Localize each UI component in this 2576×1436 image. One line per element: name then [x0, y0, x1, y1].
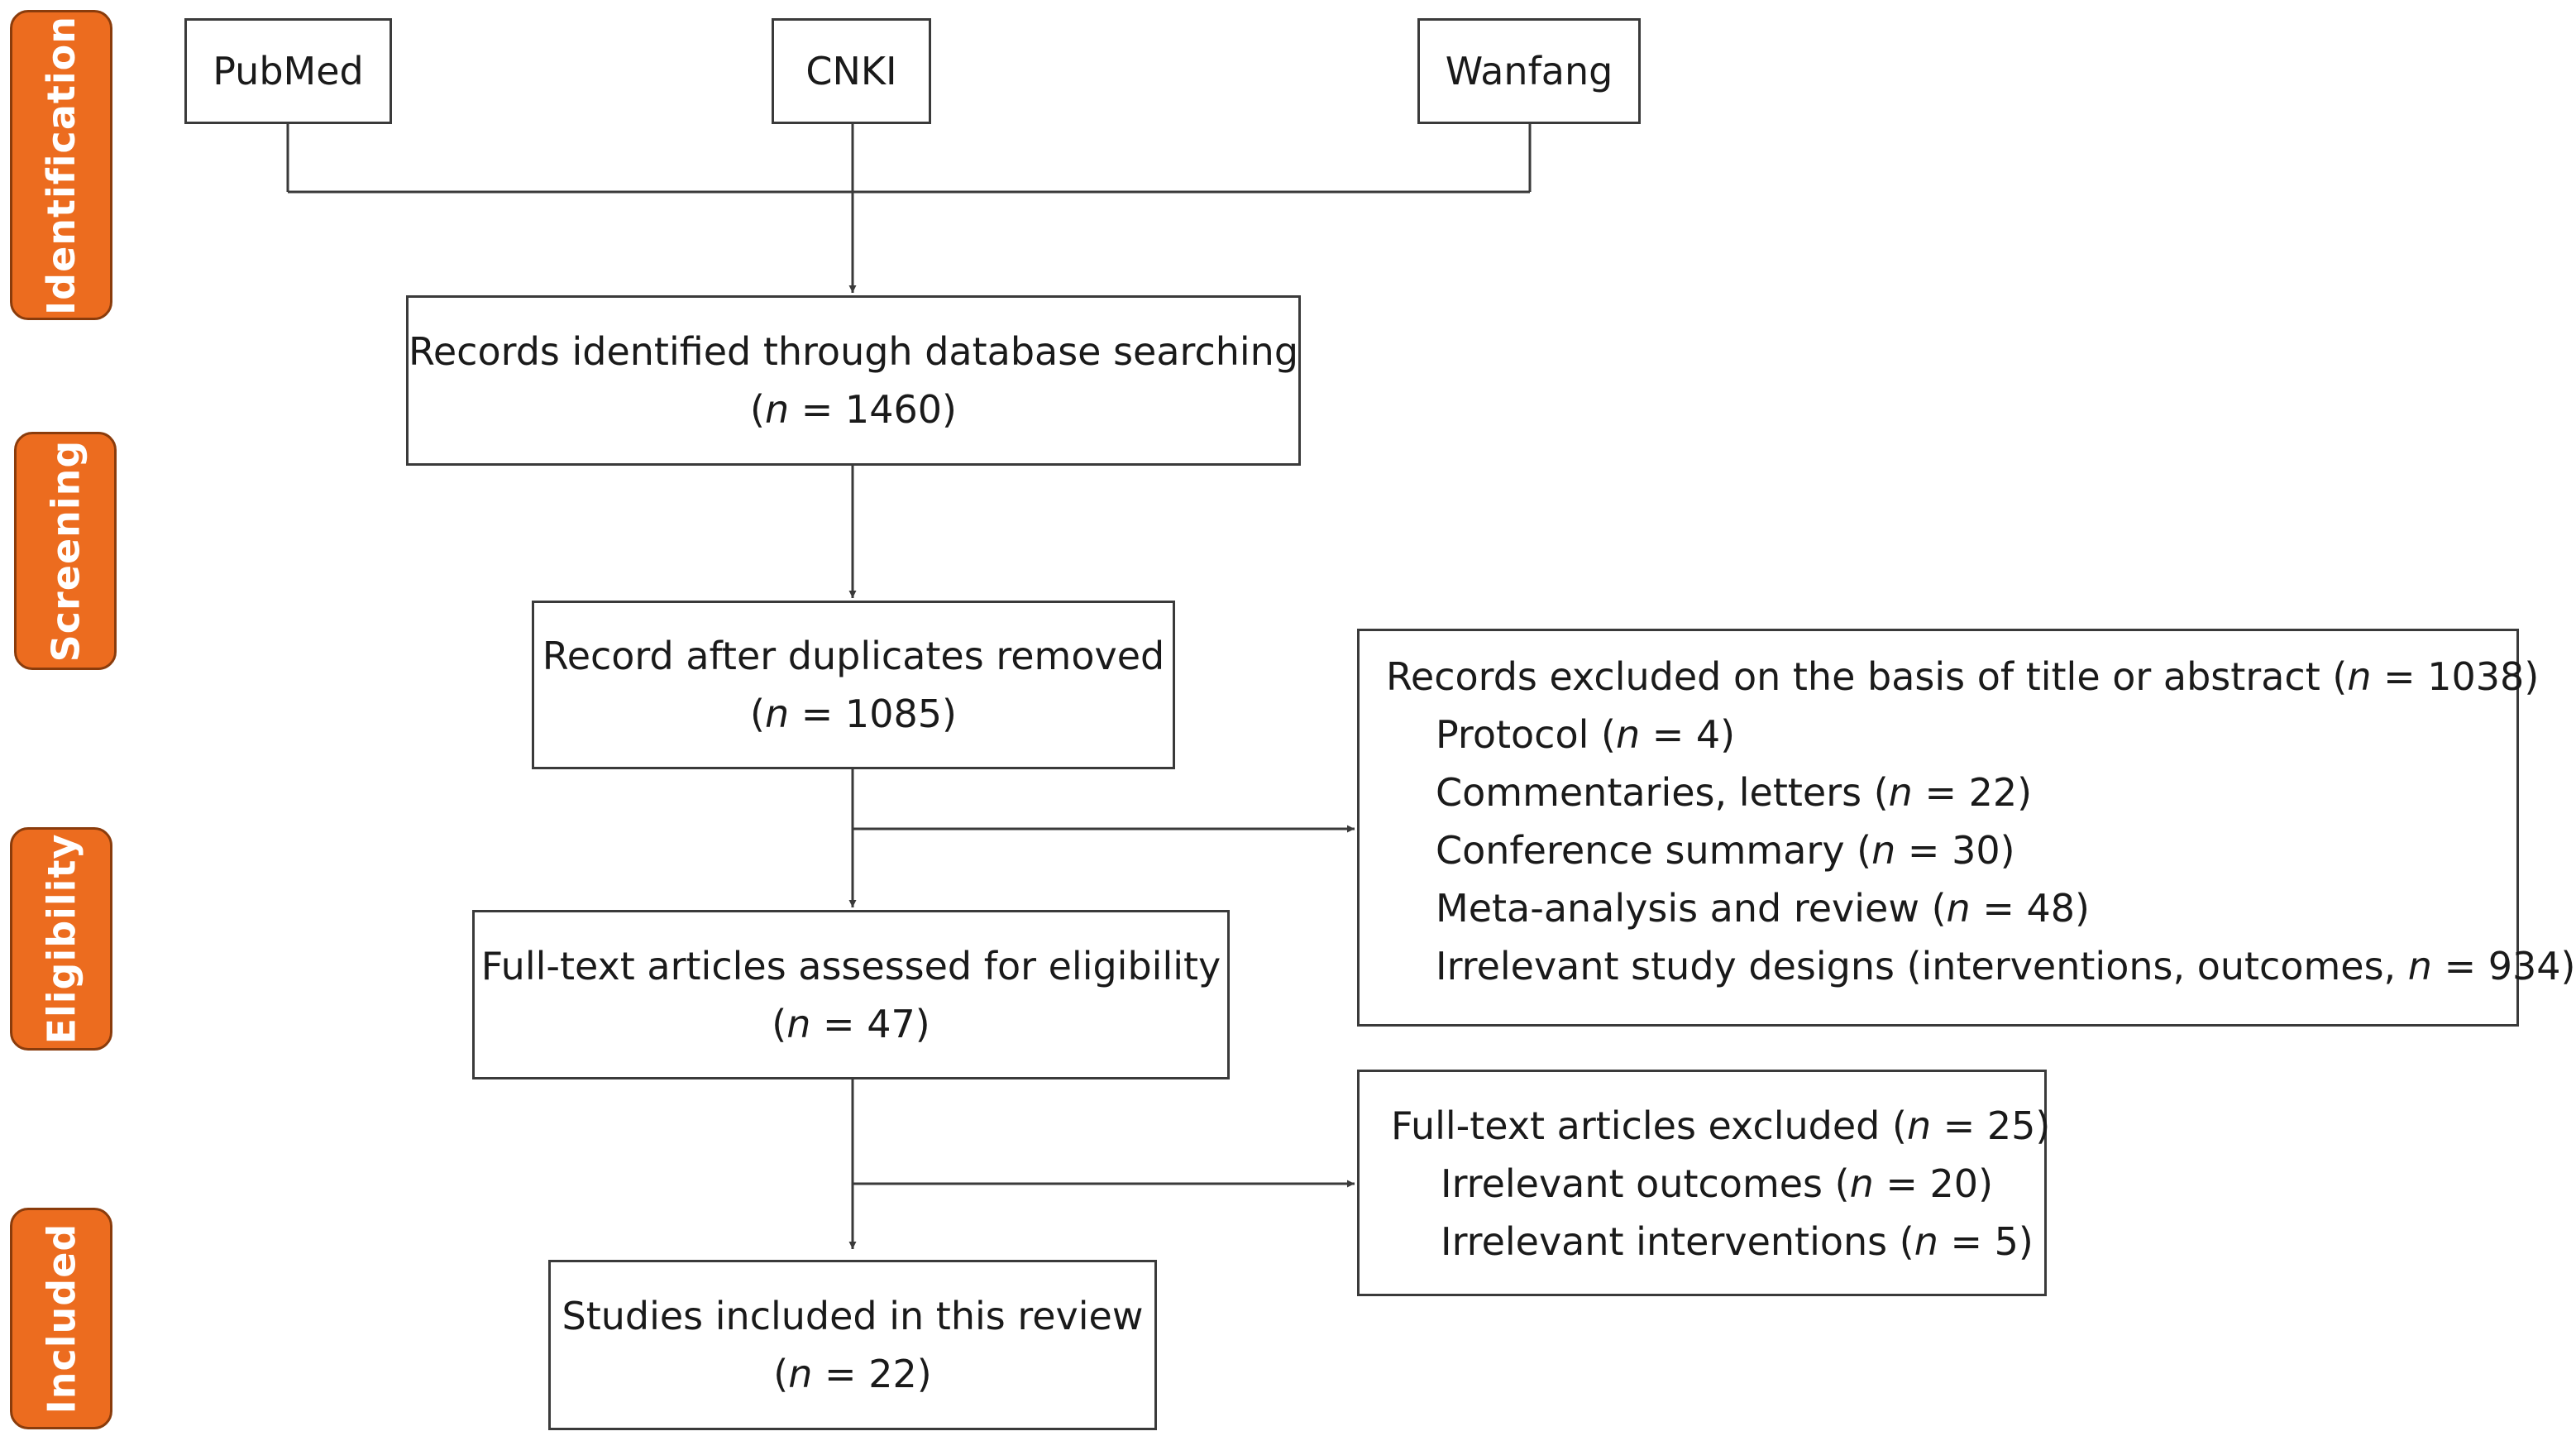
- phase-included-label: Included: [39, 1223, 84, 1414]
- fulltext-excluded-item: Irrelevant outcomes (n = 20): [1441, 1161, 1994, 1206]
- fulltext-assessed-label: Full-text articles assessed for eligibil…: [480, 943, 1221, 988]
- after-duplicates-count: (n = 1085): [750, 692, 957, 736]
- phase-screening: Screening: [14, 432, 117, 670]
- fulltext-excluded-header: Full-text articles excluded (n = 25): [1391, 1103, 2051, 1148]
- phase-eligibility: Eligibility: [10, 827, 112, 1051]
- phase-eligibility-label: Eligibility: [39, 833, 84, 1045]
- records-identified-count: (n = 1460): [750, 387, 957, 432]
- after-duplicates-label: Record after duplicates removed: [542, 634, 1165, 678]
- source-cnki-box: CNKI: [772, 18, 931, 124]
- phase-included: Included: [10, 1208, 112, 1429]
- studies-included-label: Studies included in this review: [562, 1294, 1144, 1338]
- excluded-item: Commentaries, letters (n = 22): [1436, 770, 2033, 815]
- records-identified-box: Records identified through database sear…: [406, 295, 1301, 466]
- excluded-item: Meta-analysis and review (n = 48): [1436, 886, 2090, 931]
- phase-identification: Identification: [10, 10, 112, 320]
- studies-included-box: Studies included in this review (n = 22): [548, 1260, 1157, 1430]
- excluded-item: Protocol (n = 4): [1436, 712, 1736, 757]
- excluded-item: Conference summary (n = 30): [1436, 828, 2015, 873]
- excluded-item: Irrelevant study designs (interventions,…: [1436, 944, 2576, 988]
- records-identified-label: Records identified through database sear…: [408, 329, 1299, 374]
- excluded-title-abstract-header: Records excluded on the basis of title o…: [1386, 654, 2540, 699]
- fulltext-excluded-item: Irrelevant interventions (n = 5): [1441, 1219, 2034, 1264]
- studies-included-count: (n = 22): [773, 1352, 932, 1396]
- after-duplicates-box: Record after duplicates removed (n = 108…: [532, 601, 1175, 769]
- fulltext-excluded-box: Full-text articles excluded (n = 25) Irr…: [1357, 1070, 2051, 1296]
- phase-screening-label: Screening: [43, 439, 88, 663]
- source-pubmed-box: PubMed: [184, 18, 392, 124]
- source-wanfang-label: Wanfang: [1445, 49, 1613, 93]
- fulltext-assessed-count: (n = 47): [772, 1001, 930, 1046]
- excluded-title-abstract-box: Records excluded on the basis of title o…: [1357, 629, 2576, 1027]
- fulltext-assessed-box: Full-text articles assessed for eligibil…: [472, 910, 1230, 1079]
- source-pubmed-label: PubMed: [213, 49, 364, 93]
- source-cnki-label: CNKI: [805, 49, 897, 93]
- source-wanfang-box: Wanfang: [1417, 18, 1641, 124]
- phase-identification-label: Identification: [39, 15, 84, 315]
